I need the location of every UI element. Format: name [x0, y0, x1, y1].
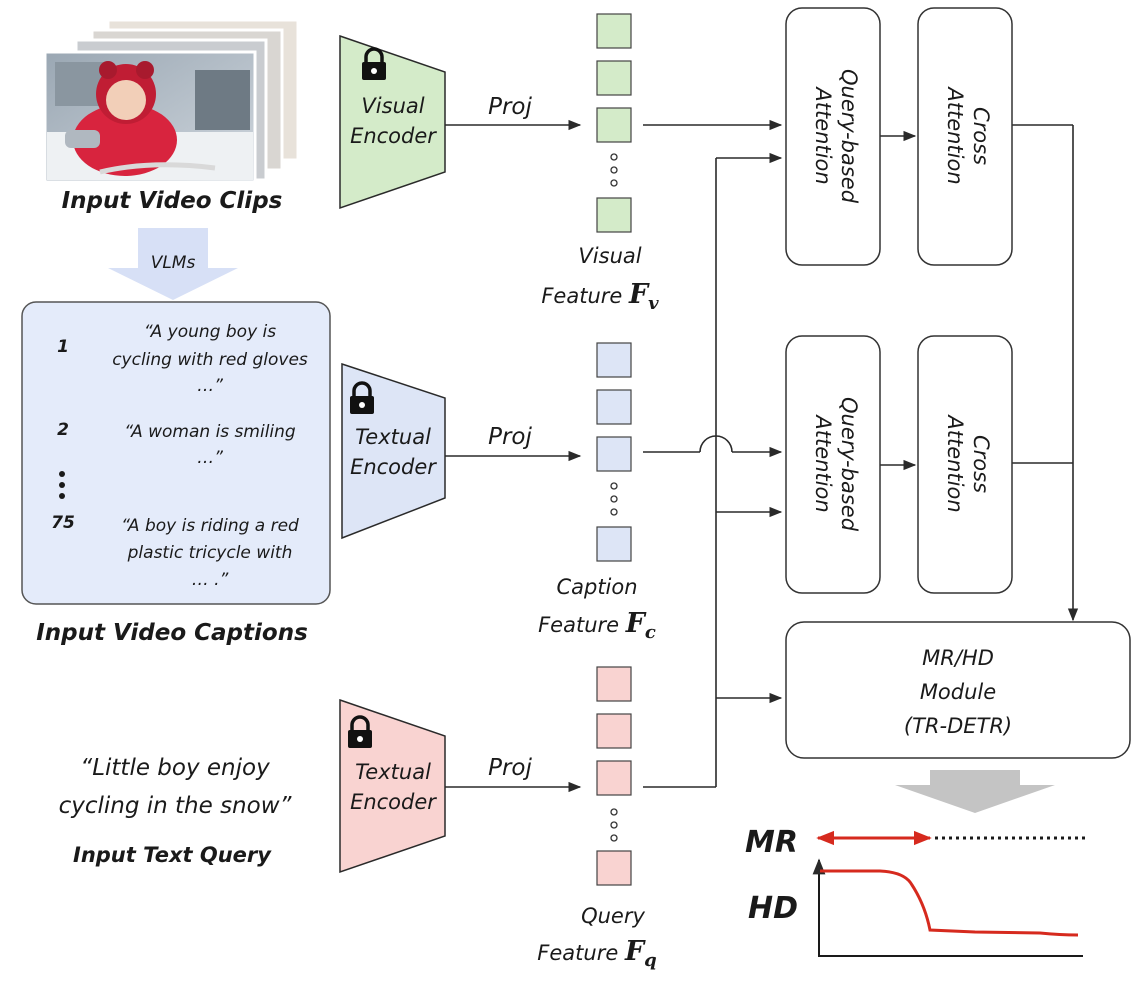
vlm-label: VLMs: [151, 253, 196, 273]
feature-token: [596, 850, 632, 886]
mr-output: MR: [745, 825, 1088, 860]
hd-curve: [820, 869, 1079, 937]
caption-number: 1: [57, 337, 69, 357]
attention-label: Cross: [969, 435, 993, 493]
caption-text-line: plastic tricycle with: [127, 543, 293, 563]
visual-feature-tokens: [596, 13, 632, 233]
video-clips-label: Input Video Clips: [62, 188, 283, 214]
module-label: MR/HD: [922, 646, 994, 670]
feature-label: Query: [581, 904, 645, 928]
feature-token: [596, 342, 632, 378]
proj-arrow-query: Proj: [445, 755, 582, 793]
feature-label: Feature Fq: [537, 936, 656, 971]
proj-label: Proj: [488, 424, 532, 450]
output-arrow: [895, 770, 1055, 813]
feature-token: [596, 713, 632, 749]
query-label: Input Text Query: [73, 843, 272, 867]
feature-token: [596, 60, 632, 96]
attention-label: Attention: [811, 85, 835, 184]
encoder-label: Textual: [355, 760, 431, 784]
encoder-label: Visual: [361, 94, 424, 118]
query-text-line: cycling in the snow”: [59, 793, 293, 819]
proj-label: Proj: [488, 755, 532, 781]
feature-token: [596, 526, 632, 562]
attention-label: Query-based: [837, 397, 861, 532]
lock-icon: [350, 381, 374, 414]
feature-label: Feature Fv: [541, 279, 659, 314]
encoder-label: Encoder: [350, 124, 437, 148]
feature-token: [596, 13, 632, 49]
connectors: [643, 119, 1079, 788]
module-label: (TR-DETR): [904, 714, 1012, 738]
proj-arrow-visual: Proj: [445, 94, 582, 131]
query-feature-tokens: [596, 666, 632, 886]
cross-attention-block-bottom: Cross Attention: [917, 335, 1013, 594]
proj-arrow-caption: Proj: [445, 424, 582, 462]
feature-label: Visual: [578, 244, 641, 268]
caption-text-line: …”: [197, 448, 223, 468]
query-based-attention-block-top: Query-based Attention: [785, 7, 881, 266]
caption-text-line: “A boy is riding a red: [121, 516, 299, 536]
child-figure: [73, 104, 177, 176]
caption-number: 2: [57, 420, 69, 440]
attention-label: Query-based: [837, 69, 861, 204]
attention-label: Attention: [943, 413, 967, 512]
cross-attention-block-top: Cross Attention: [917, 7, 1013, 266]
caption-feature-tokens: [596, 342, 632, 562]
attention-label: Cross: [969, 107, 993, 165]
feature-label: Caption: [556, 575, 637, 599]
feature-token: [596, 436, 632, 472]
encoder-label: Encoder: [350, 455, 437, 479]
visual-encoder: Visual Encoder: [339, 34, 446, 210]
attention-label: Attention: [811, 413, 835, 512]
module-label: Module: [920, 680, 996, 704]
encoder-label: Textual: [355, 425, 431, 449]
query-text-line: “Little boy enjoy: [80, 755, 270, 781]
feature-token: [596, 389, 632, 425]
caption-text-line: “A young boy is: [144, 322, 276, 342]
captions-panel: 1 “A young boy is cycling with red glove…: [21, 301, 331, 605]
lock-icon: [348, 715, 372, 748]
vlm-arrow: VLMs: [108, 228, 238, 300]
caption-text-line: “A woman is smiling: [124, 422, 296, 442]
encoder-label: Encoder: [350, 790, 437, 814]
attention-label: Attention: [943, 85, 967, 184]
caption-text-line: …”: [197, 376, 223, 396]
mr-label: MR: [745, 825, 798, 860]
caption-ellipsis-dots: [59, 471, 65, 499]
query-textual-encoder: Textual Encoder: [339, 698, 446, 874]
caption-textual-encoder: Textual Encoder: [341, 362, 446, 540]
video-frame-front: [43, 50, 257, 184]
hd-output: HD: [748, 858, 1083, 957]
feature-token: [596, 666, 632, 702]
captions-label: Input Video Captions: [36, 620, 308, 646]
feature-token: [596, 760, 632, 796]
lock-icon: [362, 47, 386, 80]
query-based-attention-block-bottom: Query-based Attention: [785, 335, 881, 594]
caption-text-line: cycling with red gloves: [112, 350, 308, 370]
feature-token: [596, 197, 632, 233]
caption-number: 75: [51, 513, 75, 533]
feature-token: [596, 107, 632, 143]
feature-label: Feature Fc: [538, 608, 656, 643]
hd-label: HD: [748, 891, 798, 926]
caption-text-line: … .”: [192, 570, 229, 590]
video-clip-stack: Input Video Clips: [43, 18, 300, 214]
proj-label: Proj: [488, 94, 532, 120]
mr-hd-module: MR/HD Module (TR-DETR): [785, 621, 1131, 759]
